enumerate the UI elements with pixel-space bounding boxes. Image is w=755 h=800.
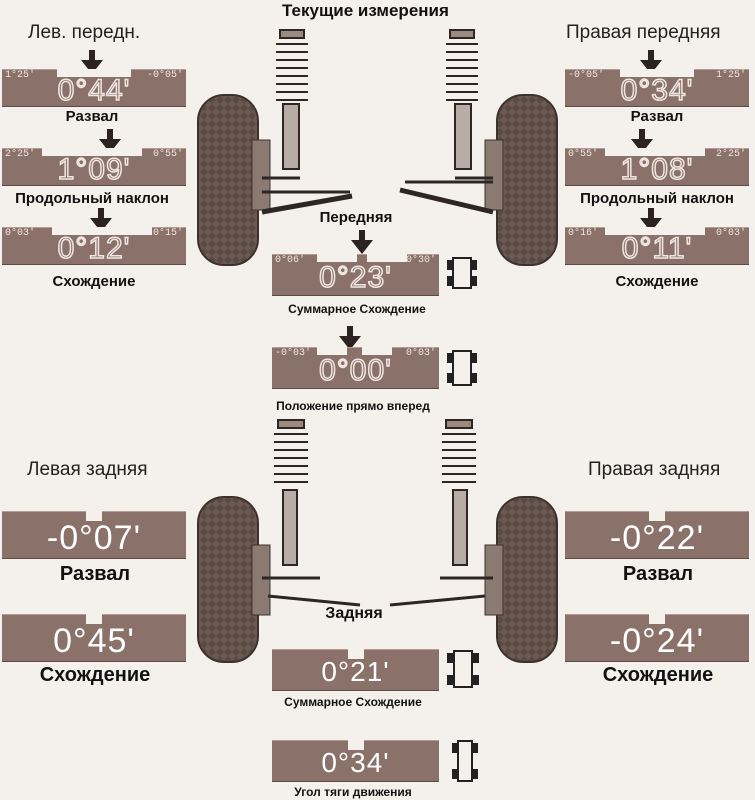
gauge-value: 1°08'	[620, 152, 694, 186]
gauge-label: Схождение	[39, 664, 151, 686]
gauge-label: Продольный наклон	[15, 190, 169, 207]
gauge-value: 0°23'	[318, 260, 392, 295]
gauge-value: 0°21'	[321, 656, 390, 687]
rear-right-camber-gauge: -0°22'	[565, 511, 749, 559]
car-top-view-icon	[447, 650, 479, 688]
range-min: 0°55'	[568, 149, 599, 160]
range-max: 0°30'	[405, 255, 436, 266]
gauge-value: 0°34'	[620, 73, 694, 107]
range-max: 0°03'	[715, 228, 746, 239]
rear-right-heading: Правая задняя	[588, 459, 721, 480]
range-max: -0°05'	[146, 70, 183, 81]
range-max: 2°25'	[715, 149, 746, 160]
gauge-value: 0°11'	[621, 231, 693, 265]
rear-total-toe-gauge: 0°21'	[272, 649, 439, 691]
gauge-value: -0°24'	[609, 622, 705, 660]
rear-left-spring-strut-icon	[262, 419, 361, 607]
gauge-value: 0°34'	[321, 747, 390, 778]
gauge-label: Схождение	[602, 664, 714, 686]
gauge-value: -0°07'	[46, 519, 142, 557]
range-min: 1°25'	[5, 70, 36, 81]
gauge-label: Схождение	[52, 273, 136, 290]
range-min: -0°03'	[275, 348, 312, 359]
gauge-label: Схождение	[615, 273, 699, 290]
front-right-caster-gauge: 0°55' 2°25' 1°08'	[565, 148, 749, 186]
gauge-label: Развал	[622, 563, 694, 585]
gauge-label: Положение прямо вперед	[276, 399, 430, 413]
range-max: 0°15'	[152, 228, 183, 239]
rear-right-toe-gauge: -0°24'	[565, 614, 749, 662]
thrust-angle-gauge: 0°34'	[272, 740, 439, 782]
front-left-camber-gauge: 1°25' -0°05' 0°44'	[2, 69, 186, 107]
rear-left-heading: Левая задняя	[27, 459, 148, 480]
front-left-toe-gauge: 0°03' 0°15' 0°12'	[2, 227, 186, 265]
gauge-label: Развал	[65, 108, 119, 125]
front-right-spring-strut-icon	[399, 29, 494, 215]
gauge-value: 1°09'	[57, 152, 131, 186]
front-left-wheel-icon	[197, 94, 271, 266]
rear-left-toe-gauge: 0°45'	[2, 614, 186, 662]
gauge-value: -0°22'	[609, 519, 705, 557]
range-min: -0°05'	[568, 70, 605, 81]
range-max: 0°03'	[405, 348, 436, 359]
car-top-view-icon	[447, 350, 477, 386]
gauge-label: Развал	[59, 563, 131, 585]
front-axle-label: Передняя	[319, 209, 393, 226]
rear-left-wheel-icon	[197, 496, 271, 663]
gauge-label: Развал	[630, 108, 684, 125]
front-right-heading: Правая передняя	[566, 22, 721, 43]
range-max: 0°55'	[152, 149, 183, 160]
range-max: 1°25'	[715, 70, 746, 81]
front-right-camber-gauge: -0°05' 1°25' 0°34'	[565, 69, 749, 107]
gauge-value: 0°44'	[57, 73, 131, 107]
gauge-label: Угол тяги движения	[294, 785, 412, 799]
rear-axle-label: Задняя	[325, 605, 383, 622]
straight-ahead-gauge: -0°03' 0°03' 0°00'	[272, 347, 439, 389]
rear-right-wheel-icon	[484, 496, 558, 663]
front-total-toe-gauge: 0°06' 0°30' 0°23'	[272, 254, 439, 296]
car-top-view-icon	[452, 740, 478, 782]
front-right-toe-gauge: 0°16' 0°03' 0°11'	[565, 227, 749, 265]
front-left-heading: Лев. передн.	[28, 22, 141, 43]
gauge-label: Суммарное Схождение	[284, 695, 422, 709]
rear-left-camber-gauge: -0°07'	[2, 511, 186, 559]
range-min: 0°03'	[5, 228, 36, 239]
gauge-label: Продольный наклон	[580, 190, 734, 207]
gauge-value: 0°12'	[57, 231, 131, 265]
range-min: 0°06'	[275, 255, 306, 266]
gauge-label: Суммарное Схождение	[288, 302, 426, 316]
front-right-wheel-icon	[484, 94, 558, 266]
range-min: 0°16'	[568, 228, 599, 239]
range-min: 2°25'	[5, 149, 36, 160]
gauge-value: 0°45'	[53, 622, 135, 660]
car-top-view-icon	[447, 257, 477, 289]
page-title: Текущие измерения	[282, 1, 449, 20]
rear-right-spring-strut-icon	[389, 419, 493, 607]
front-left-caster-gauge: 2°25' 0°55' 1°09'	[2, 148, 186, 186]
front-left-spring-strut-icon	[261, 29, 353, 215]
gauge-value: 0°00'	[318, 353, 392, 388]
